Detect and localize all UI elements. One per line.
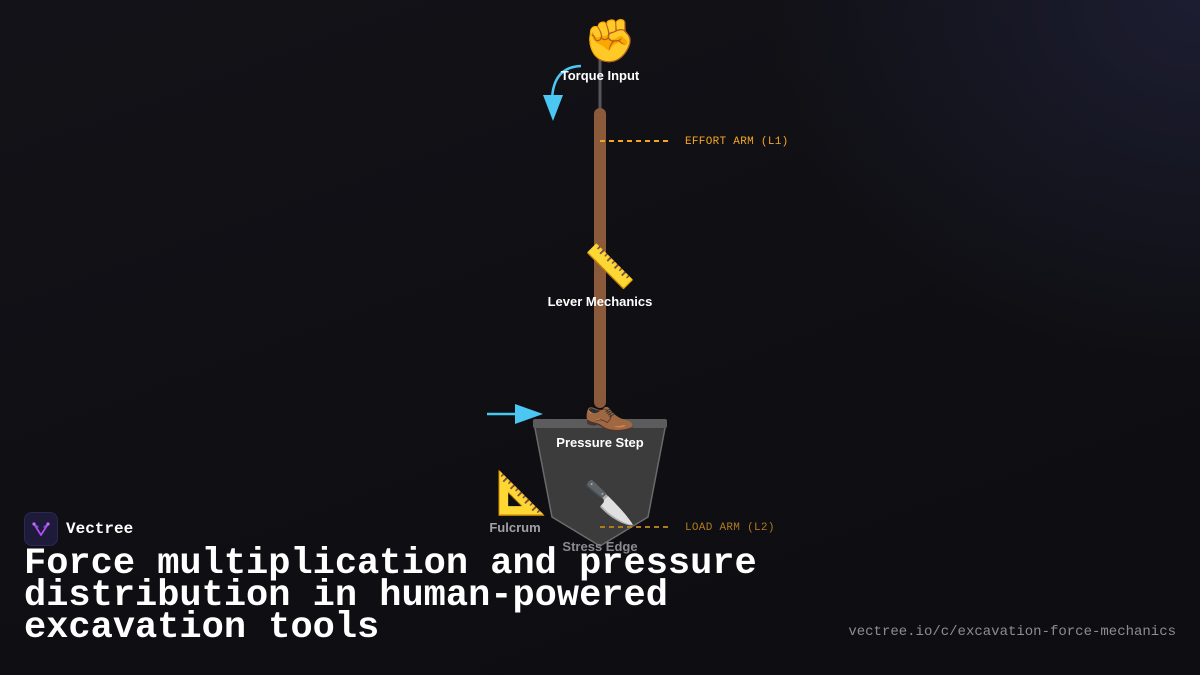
source-url: vectree.io/c/excavation-force-mechanics: [848, 624, 1176, 640]
lever-mechanics-label: Lever Mechanics: [547, 294, 653, 309]
pressure-arrow-head: [515, 404, 543, 424]
pressure-step-label: Pressure Step: [556, 435, 644, 450]
torque-arrow-head: [543, 95, 563, 121]
knife-icon: 🔪: [583, 478, 637, 527]
ruler-icon: 📏: [583, 242, 637, 291]
triangular-ruler-icon: 📐: [495, 468, 549, 517]
effort-arm-label: EFFORT ARM (L1): [685, 136, 789, 148]
brand-name: Vectree: [66, 520, 134, 538]
torque-input-label: Torque Input: [560, 68, 640, 83]
brand: Vectree: [24, 512, 133, 546]
load-arm-label: LOAD ARM (L2): [685, 522, 775, 534]
fulcrum-label: Fulcrum: [489, 520, 541, 535]
torque-arrow: [550, 64, 582, 101]
shovel-handle: [594, 108, 606, 408]
vectree-logo-icon: [24, 512, 58, 546]
page-title: Force multiplication and pressure distri…: [24, 543, 757, 649]
stress-edge-label: Stress Edge: [562, 539, 638, 554]
shoe-icon: 👞: [583, 384, 637, 433]
pressure-step-bar: [533, 419, 667, 428]
raised-fist-icon: ✊: [583, 16, 637, 65]
